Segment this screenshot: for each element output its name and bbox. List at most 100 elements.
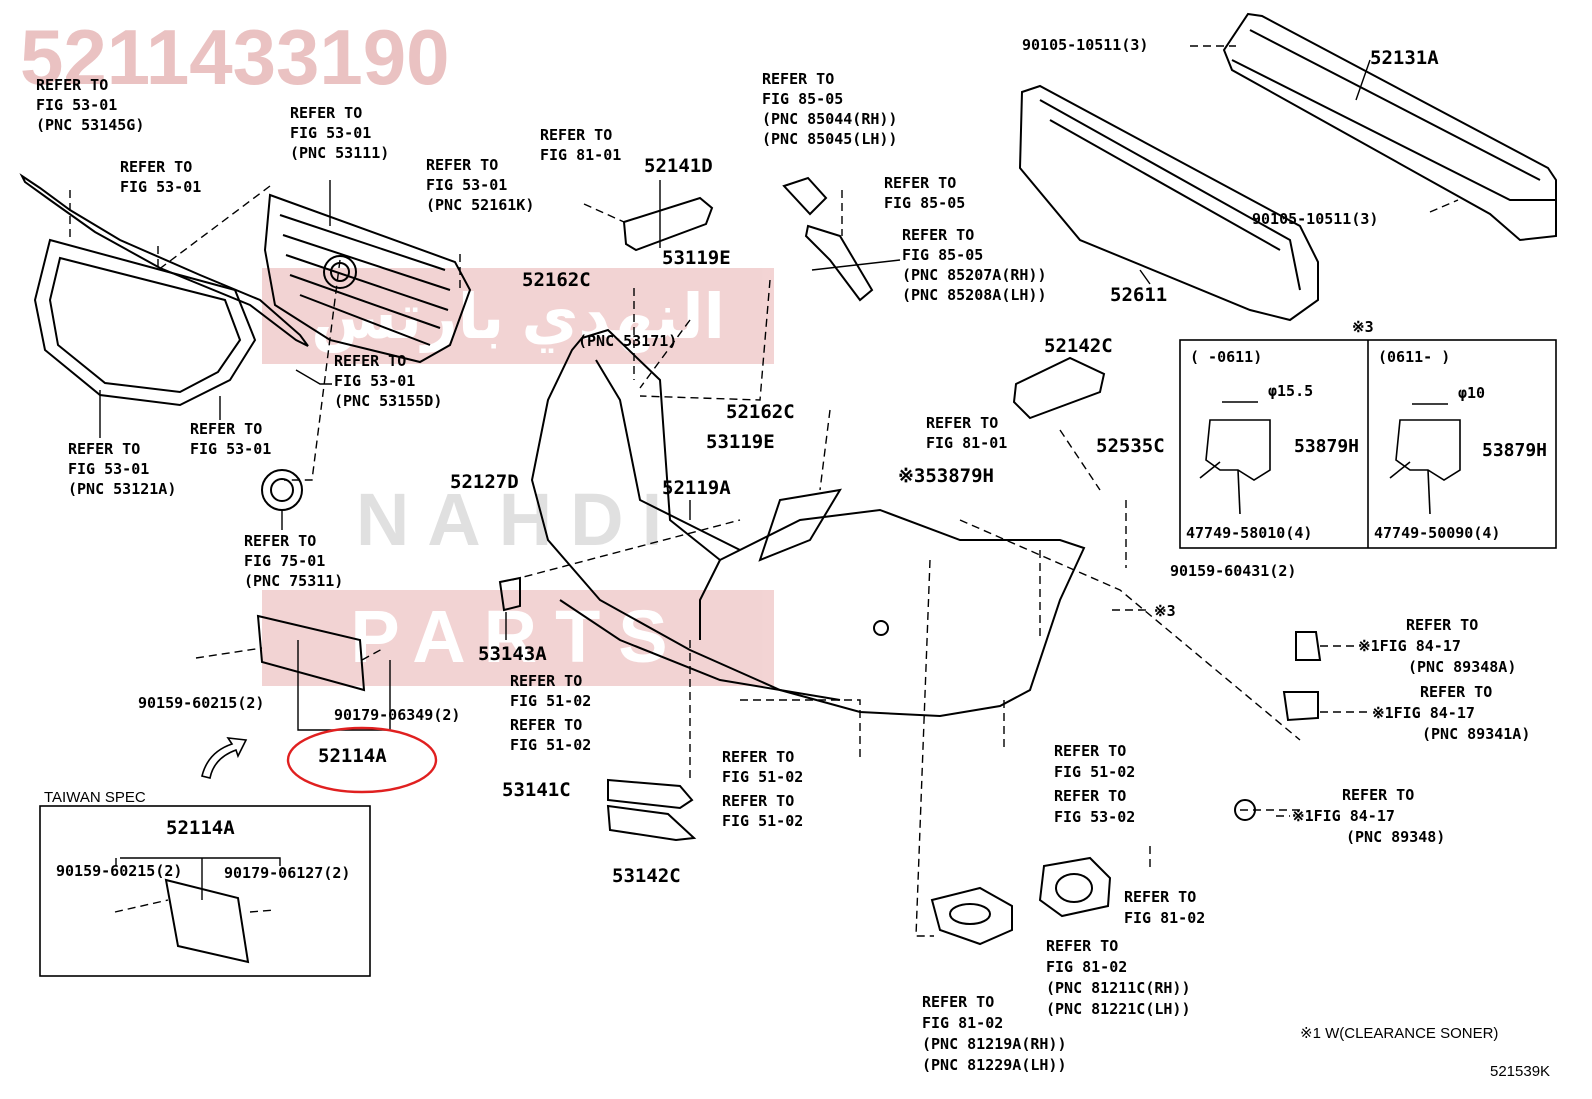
callout-81211: REFER TO FIG 81-02 (PNC 81211C(RH)) (PNC… [1046, 937, 1191, 1018]
callout-line: REFER TO [926, 414, 998, 432]
callout-53111: REFER TO FIG 53-01 (PNC 53111) [290, 104, 389, 162]
callout-5102c: REFER TO FIG 51-02 [722, 748, 803, 786]
inset-left-header: ( -0611) [1190, 348, 1262, 366]
callout-81219: REFER TO FIG 81-02 (PNC 81219A(RH)) (PNC… [922, 993, 1067, 1074]
callout-line: (PNC 89348) [1346, 828, 1445, 846]
fog-lamp-cover [930, 886, 1013, 946]
callout-line: REFER TO [1054, 742, 1126, 760]
labels: REFER TO FIG 53-01 (PNC 53145G) REFER TO… [36, 36, 1550, 1080]
callout-line: FIG 85-05 [902, 246, 983, 264]
callout-line: (PNC 53145G) [36, 116, 144, 134]
grille-frame [33, 238, 257, 407]
callout-line: FIG 81-01 [926, 434, 1007, 452]
callout-line: FIG 81-02 [922, 1014, 1003, 1032]
callout-line: (PNC 81211C(RH)) [1046, 979, 1191, 997]
callout-line: (PNC 89341A) [1422, 725, 1530, 743]
watermark-band-top [262, 268, 774, 364]
callout-line: REFER TO [510, 672, 582, 690]
callout-line: ※1FIG 84-17 [1358, 637, 1461, 655]
callout-53121a: REFER TO FIG 53-01 (PNC 53121A) [68, 440, 176, 498]
callout-line: (PNC 81229A(LH)) [922, 1056, 1067, 1074]
callout-line: FIG 85-05 [762, 90, 843, 108]
grille-molding-strip [19, 173, 309, 347]
callout-line: REFER TO [540, 126, 612, 144]
highlight-ellipse [286, 726, 438, 794]
part-52119a: 52119A [662, 477, 731, 499]
watermark: النهدي بارتس NAHDI PARTS [262, 268, 774, 686]
taiwan-plate [164, 878, 250, 964]
watermark-nahdi-text: NAHDI [356, 478, 680, 561]
callout-line: REFER TO [36, 76, 108, 94]
license-bracket [256, 614, 366, 692]
part-52162c-top: 52162C [522, 269, 591, 291]
callout-8505: REFER TO FIG 85-05 [884, 174, 965, 212]
callout-line: REFER TO [510, 716, 582, 734]
callout-line: REFER TO [1420, 683, 1492, 701]
part-52162c-mid: 52162C [726, 401, 795, 423]
part-53879h: ※353879H [898, 465, 994, 487]
callout-line: FIG 81-02 [1124, 909, 1205, 927]
callout-8101b: REFER TO FIG 81-01 [926, 414, 1007, 452]
callout-85207: REFER TO FIG 85-05 (PNC 85207A(RH)) (PNC… [902, 226, 1047, 304]
callout-line: REFER TO [762, 70, 834, 88]
callout-5302: REFER TO FIG 53-02 [1054, 787, 1135, 826]
callout-line: FIG 53-01 [426, 176, 507, 194]
callout-line: (PNC 81219A(RH)) [922, 1035, 1067, 1053]
callout-line: FIG 53-02 [1054, 808, 1135, 826]
callout-75311: REFER TO FIG 75-01 (PNC 75311) [244, 532, 343, 590]
callout-5102d: REFER TO FIG 51-02 [722, 792, 803, 830]
callout-line: FIG 51-02 [1054, 763, 1135, 781]
taiwan-clip: 90179-06127(2) [224, 864, 350, 882]
lower-garnish-53142c [606, 804, 697, 842]
bumper-reinforcement [1222, 12, 1557, 242]
callout-line: (PNC 75311) [244, 572, 343, 590]
callout-line: REFER TO [68, 440, 140, 458]
callout-line: REFER TO [1342, 786, 1414, 804]
bumper-cover [530, 328, 1086, 718]
fog-lamp [1038, 856, 1112, 918]
callout-line: FIG 53-01 [190, 440, 271, 458]
callout-line: FIG 51-02 [510, 736, 591, 754]
dashed-leaders [69, 45, 1459, 937]
star3-mark: ※3 [1154, 602, 1176, 620]
callout-89341a: REFER TO ※1FIG 84-17 (PNC 89341A) [1372, 683, 1530, 743]
callout-line: REFER TO [120, 158, 192, 176]
energy-absorber [1018, 84, 1319, 322]
callout-89348a: REFER TO ※1FIG 84-17 (PNC 89348A) [1358, 616, 1516, 676]
callout-line: (PNC 53111) [290, 144, 389, 162]
part-53119e-mid: 53119E [706, 431, 775, 453]
inset-right-header: (0611- ) [1378, 348, 1450, 366]
callout-line: REFER TO [902, 226, 974, 244]
callout-line: (PNC 89348A) [1408, 658, 1516, 676]
taiwan-bolt: 90159-60215(2) [56, 862, 182, 880]
washer-cover [782, 176, 828, 216]
part-52114a: 52114A [318, 745, 387, 767]
inset-right-clip: 47749-50090(4) [1374, 524, 1500, 542]
callout-5102b: REFER TO FIG 51-02 [510, 716, 591, 754]
callout-line: REFER TO [426, 156, 498, 174]
part-52535c: 52535C [1096, 435, 1165, 457]
part-53141c: 53141C [502, 779, 571, 801]
callout-53145g: REFER TO FIG 53-01 (PNC 53145G) [36, 76, 144, 134]
callout-line: FIG 81-01 [540, 146, 621, 164]
callout-line: ※1FIG 84-17 [1292, 807, 1395, 825]
part-53171: (PNC 53171) [578, 332, 677, 350]
callout-8101a: REFER TO FIG 81-01 [540, 126, 621, 164]
callout-line: REFER TO [190, 420, 262, 438]
part-90105-10511-top: 90105-10511(3) [1022, 36, 1148, 54]
callout-5102a: REFER TO FIG 51-02 [510, 672, 591, 710]
part-52142c: 52142C [1044, 335, 1113, 357]
callout-line: FIG 53-01 [334, 372, 415, 390]
callout-line: REFER TO [334, 352, 406, 370]
callout-line: REFER TO [1124, 888, 1196, 906]
callout-line: (PNC 81221C(LH)) [1046, 1000, 1191, 1018]
callout-line: REFER TO [722, 792, 794, 810]
callout-line: FIG 51-02 [722, 768, 803, 786]
part-52141d: 52141D [644, 155, 713, 177]
callout-89348: REFER TO ※1FIG 84-17 (PNC 89348) [1292, 786, 1445, 846]
inset-right-part: 53879H [1482, 440, 1547, 461]
callout-line: FIG 75-01 [244, 552, 325, 570]
callout-85044: REFER TO FIG 85-05 (PNC 85044(RH)) (PNC … [762, 70, 897, 148]
callout-5301a: REFER TO FIG 53-01 [120, 158, 201, 196]
callout-line: FIG 53-01 [36, 96, 117, 114]
